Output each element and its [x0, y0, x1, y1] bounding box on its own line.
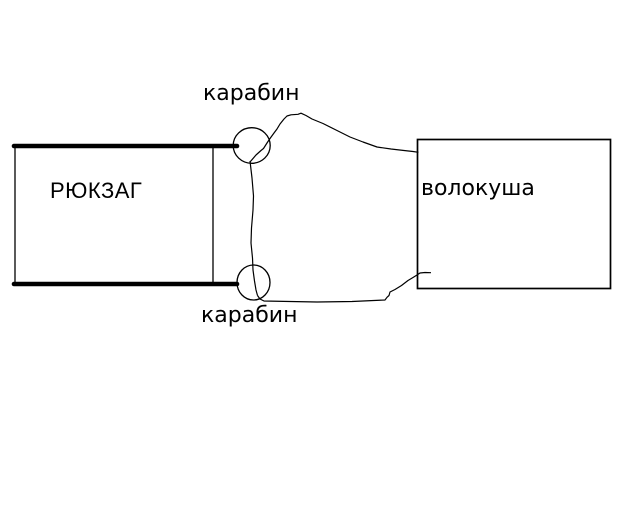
- sled-label: волокуша: [421, 176, 535, 201]
- carabiner-top-circle: [232, 127, 271, 164]
- bottom-rope-line: [257, 271, 432, 303]
- carabiner-bottom-label: карабин: [201, 303, 298, 328]
- cord-between-carabiners-line: [249, 160, 259, 296]
- carabiner-bottom-circle: [236, 264, 271, 301]
- sled-box: [416, 138, 612, 290]
- carabiner-top-label: карабин: [203, 81, 300, 106]
- top-rope-line: [249, 112, 419, 163]
- backpack-label: РЮКЗАГ: [50, 178, 143, 203]
